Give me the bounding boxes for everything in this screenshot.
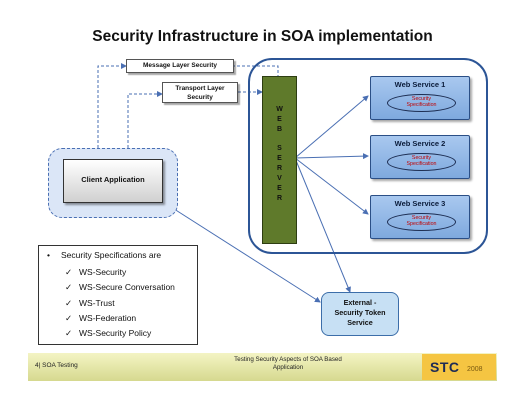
check-icon: ✓: [65, 267, 73, 277]
message-server-line: [232, 65, 279, 76]
message-layer-box: Message Layer Security: [126, 59, 234, 73]
spec-list-item: ✓WS-Secure Conversation: [65, 280, 175, 295]
logo-text: STC: [430, 359, 460, 375]
server-ws2-line: [294, 153, 369, 160]
diagram-title: Security Infrastructure in SOA implement…: [92, 28, 433, 45]
footer-caption: Testing Security Aspects of SOA Based Ap…: [178, 356, 398, 372]
external-label-3: Service: [347, 318, 373, 327]
client-application-box: Client Application: [63, 159, 163, 203]
server-letter: E: [277, 116, 282, 123]
spec-list: ✓WS-Security ✓WS-Secure Conversation ✓WS…: [65, 265, 175, 341]
check-icon: ✓: [65, 297, 73, 308]
spec-list-item: ✓WS-Security Policy: [65, 326, 175, 341]
server-letter: S: [277, 145, 282, 152]
server-letter: E: [277, 155, 282, 162]
web-service-1: Web Service 1 Security Specification: [370, 76, 470, 120]
web-service-2-spec-oval: Security Specification: [387, 153, 456, 171]
server-letter: E: [277, 185, 282, 192]
spec-text: Specification: [406, 161, 437, 167]
external-security-token-service: External - Security Token Service: [321, 292, 399, 336]
web-service-3-spec-oval: Security Specification: [387, 213, 456, 231]
footer-caption-line-2: Application: [272, 364, 304, 371]
logo-year: 2008: [467, 366, 483, 373]
spec-text: Specification: [406, 102, 437, 108]
transport-layer-label-2: Security: [187, 94, 213, 101]
check-icon: ✓: [65, 328, 73, 339]
spec-text: Security: [411, 155, 432, 161]
server-letter: V: [277, 175, 282, 182]
web-service-3: Web Service 3 Security Specification: [370, 195, 470, 239]
footer: 4| SOA Testing Testing Security Aspects …: [28, 353, 497, 381]
check-icon: ✓: [65, 312, 73, 323]
spec-list-box: •Security Specifications are ✓WS-Securit…: [38, 245, 198, 345]
footer-caption-line-1: Testing Security Aspects of SOA Based: [234, 356, 342, 363]
spec-list-heading: •Security Specifications are: [47, 250, 162, 260]
web-service-2-name: Web Service 2: [394, 139, 446, 148]
transport-layer-box: Transport Layer Security: [162, 82, 238, 103]
check-icon: ✓: [65, 282, 73, 293]
message-layer-label: Message Layer Security: [142, 62, 218, 69]
external-label-1: External -: [343, 298, 377, 307]
spec-text: Security: [411, 96, 432, 102]
external-label-2: Security Token: [334, 308, 386, 317]
server-external-line: [294, 157, 351, 293]
web-services-container: [248, 58, 488, 254]
web-service-2: Web Service 2 Security Specification: [370, 135, 470, 179]
client-group: Client Application: [48, 148, 178, 218]
server-letter: W: [276, 106, 283, 113]
web-service-3-name: Web Service 3: [394, 199, 446, 208]
spec-text: Specification: [406, 221, 437, 227]
footer-page-label: 4| SOA Testing: [35, 362, 78, 369]
spec-list-item: ✓WS-Security: [65, 265, 175, 280]
server-letter: R: [276, 165, 283, 172]
server-ws3-line: [294, 157, 369, 215]
client-message-line: [97, 63, 127, 148]
transport-layer-label-1: Transport Layer: [175, 85, 225, 92]
client-transport-line: [127, 91, 163, 148]
web-service-1-name: Web Service 1: [394, 80, 446, 89]
server-letter: B: [276, 126, 283, 133]
spec-text: Security: [411, 215, 432, 221]
web-server: W E B S E R V E R: [262, 76, 297, 244]
server-letter: R: [276, 195, 283, 202]
client-external-line: [159, 199, 321, 303]
stc-logo: STC 2008: [422, 354, 496, 380]
spec-list-item: ✓WS-Federation: [65, 311, 175, 326]
client-application-label: Client Application: [81, 175, 145, 184]
web-service-1-spec-oval: Security Specification: [387, 94, 456, 112]
server-ws1-line: [294, 95, 369, 159]
spec-list-item: ✓WS-Trust: [65, 296, 175, 311]
